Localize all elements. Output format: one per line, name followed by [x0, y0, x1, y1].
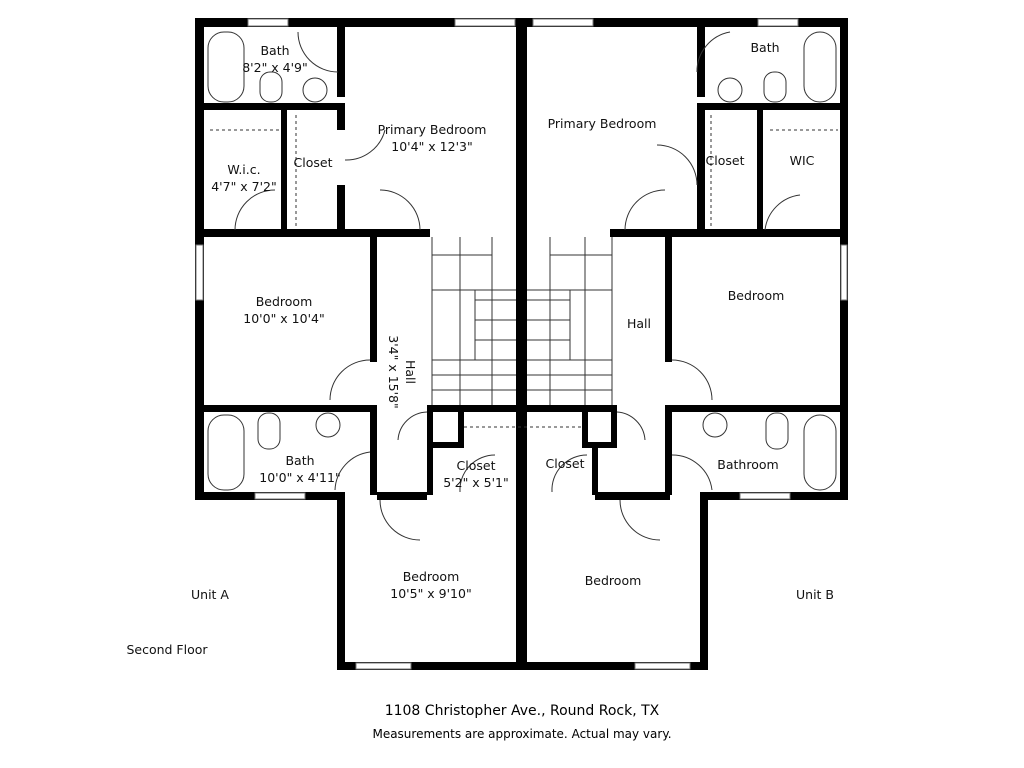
room-primary-bedroom-a: Primary Bedroom 10'4" x 12'3" [378, 121, 487, 155]
walls [195, 18, 848, 670]
room-name: Primary Bedroom [377, 122, 487, 137]
room-closet2-b: Closet [545, 456, 585, 471]
room-closet2-a: Closet 5'2" x 5'1" [443, 457, 509, 491]
fixtures-doors [207, 31, 838, 541]
room-wic-b: WIC [789, 153, 815, 168]
room-dims: 5'2" x 5'1" [443, 475, 509, 490]
room-name: Bath [285, 453, 315, 468]
room-primary-bedroom-b: Primary Bedroom [547, 116, 657, 131]
room-dims: 3'4" x 15'8" [386, 335, 401, 409]
room-closet-a: Closet [293, 155, 333, 170]
room-dims: 10'0" x 4'11" [259, 470, 341, 485]
room-dims: 4'7" x 7'2" [211, 179, 277, 194]
room-bedroom-b: Bedroom [727, 288, 785, 303]
room-bathroom-b: Bathroom [717, 457, 779, 472]
disclaimer: Measurements are approximate. Actual may… [372, 727, 672, 741]
floor-label: Second Floor [126, 642, 208, 657]
room-bedroom-a: Bedroom 10'0" x 10'4" [243, 293, 324, 327]
room-hall-b: Hall [626, 316, 652, 331]
room-bath-a: Bath 8'2" x 4'9" [242, 42, 308, 76]
room-name: Bedroom [255, 294, 313, 309]
room-bath2-a: Bath 10'0" x 4'11" [259, 452, 340, 486]
room-bedroom2-a: Bedroom 10'5" x 9'10" [390, 568, 471, 602]
room-name: Closet [456, 458, 496, 473]
room-bath-b: Bath [750, 40, 780, 55]
room-wic-a: W.i.c. 4'7" x 7'2" [211, 161, 277, 195]
address: 1108 Christopher Ave., Round Rock, TX [384, 703, 660, 719]
room-name: W.i.c. [227, 162, 261, 177]
room-dims: 10'0" x 10'4" [243, 311, 325, 326]
room-dims: 10'4" x 12'3" [391, 139, 473, 154]
windows [195, 18, 848, 670]
unit-b-label: Unit B [796, 587, 834, 602]
room-dims: 8'2" x 4'9" [242, 60, 308, 75]
room-name: Bedroom [402, 569, 460, 584]
room-name: Bath [260, 43, 290, 58]
unit-a-label: Unit A [191, 587, 229, 602]
room-dims: 10'5" x 9'10" [390, 586, 472, 601]
room-name: Hall [403, 359, 418, 385]
room-bedroom2-b: Bedroom [584, 573, 642, 588]
room-closet-b: Closet [705, 153, 745, 168]
